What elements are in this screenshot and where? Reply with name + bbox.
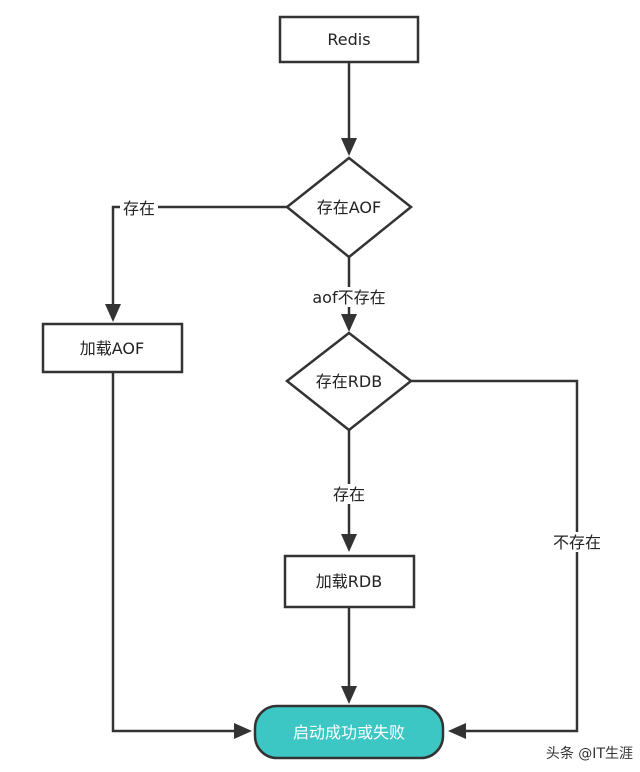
- label-rdb-not-exists: 不存在: [553, 533, 601, 552]
- node-exists-rdb: 存在RDB: [284, 331, 414, 432]
- node-redis: Redis: [278, 15, 420, 64]
- edge-load-aof-to-end: [111, 372, 236, 733]
- node-load-aof-label: 加载AOF: [80, 339, 144, 358]
- arrow-head: [341, 314, 357, 332]
- node-load-aof-box: [41, 322, 184, 374]
- node-redis-label: Redis: [327, 30, 370, 49]
- arrow-head: [448, 723, 466, 739]
- node-exists-aof: 存在AOF: [284, 156, 414, 259]
- edge-exists-aof-to-load-aof: [111, 205, 287, 306]
- node-exists-rdb-label: 存在RDB: [316, 372, 382, 391]
- node-load-rdb-box: [283, 554, 416, 609]
- node-exists-aof-label: 存在AOF: [317, 198, 381, 217]
- edges: [105, 62, 579, 739]
- edge-labels: 存在 aof不存在 存在 不存在: [120, 198, 607, 552]
- label-aof-exists: 存在: [123, 199, 155, 218]
- label-aof-not-exists: aof不存在: [312, 288, 385, 307]
- arrow-head: [341, 138, 357, 156]
- node-redis-box: [278, 15, 420, 64]
- node-start-result-label: 启动成功或失败: [293, 723, 405, 742]
- watermark: 头条 @IT生涯: [546, 745, 633, 762]
- label-rdb-exists: 存在: [333, 485, 365, 504]
- node-load-rdb-label: 加载RDB: [316, 572, 382, 591]
- arrow-head: [105, 304, 121, 322]
- node-start-result: 启动成功或失败: [253, 704, 445, 760]
- node-load-aof: 加载AOF: [41, 322, 184, 374]
- arrow-head: [234, 723, 252, 739]
- arrow-head: [341, 534, 357, 552]
- node-exists-aof-diamond: [284, 156, 414, 259]
- edge-exists-rdb-to-end: [411, 379, 579, 733]
- arrow-head: [341, 686, 357, 704]
- node-exists-rdb-diamond: [284, 331, 414, 432]
- node-load-rdb: 加载RDB: [283, 554, 416, 609]
- node-start-result-box: [253, 704, 445, 760]
